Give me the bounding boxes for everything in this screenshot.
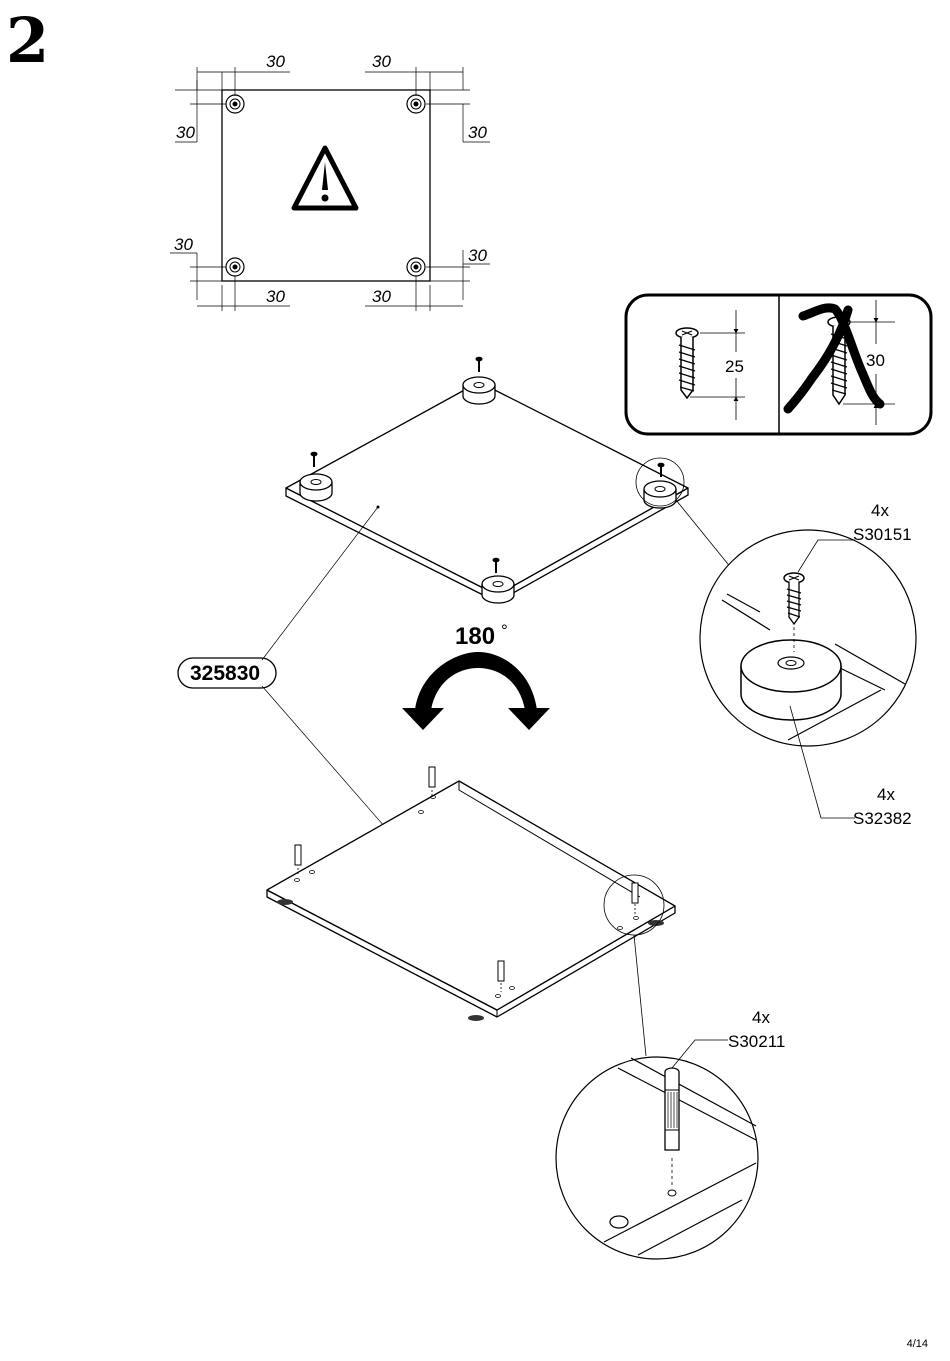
dim-left-top: 30 (176, 123, 195, 142)
correct-screw-icon (675, 310, 745, 420)
screw-2 (310, 451, 318, 467)
dowels (294, 766, 639, 992)
callout-leader-dowel (671, 1039, 728, 1069)
foot-3 (643, 480, 677, 509)
screw-code: S30151 (853, 525, 912, 544)
screw-3 (657, 462, 665, 477)
screw-1 (475, 356, 483, 372)
top-plan-dimension-labels: 30 30 30 30 30 30 30 30 (174, 52, 487, 306)
detail-foot-screw (699, 529, 917, 747)
dim-right-top: 30 (468, 123, 487, 142)
screw-length-check: 25 30 (624, 293, 933, 436)
top-plan-view (170, 67, 490, 311)
screw-4 (492, 557, 500, 573)
rotate-180-icon (402, 652, 550, 730)
ok-screw-length: 25 (725, 357, 744, 376)
detail-dowel (555, 1056, 759, 1260)
foot-2 (299, 473, 333, 502)
small-screws (310, 356, 665, 573)
foot-position-br (406, 257, 426, 277)
dim-left-bottom: 30 (174, 235, 193, 254)
foot-qty: 4x (877, 785, 895, 804)
part-number: 325830 (190, 662, 260, 685)
panel-with-feet (285, 381, 689, 603)
dim-top-left: 30 (266, 52, 285, 71)
plastic-feet (299, 376, 677, 604)
rotation-angle: 180 (455, 623, 495, 650)
foot-code: S32382 (853, 809, 912, 828)
detail-marker-feet (635, 457, 685, 507)
dim-bottom-left: 30 (266, 287, 285, 306)
foot-position-tr (406, 94, 426, 114)
dim-right-bottom: 30 (468, 246, 487, 265)
step-number: 2 (6, 4, 50, 77)
foot-position-bl (225, 257, 245, 277)
screw-qty: 4x (871, 501, 889, 520)
panel-outline (221, 89, 431, 282)
dowel-1 (428, 766, 436, 795)
dowel-3 (631, 882, 639, 914)
cross-out-icon (783, 303, 885, 414)
foot-1 (462, 376, 496, 405)
dowel-code: S30211 (728, 1032, 785, 1051)
dim-top-right: 30 (372, 52, 391, 71)
dowel-qty: 4x (752, 1008, 770, 1027)
page-number: 4/14 (906, 1338, 928, 1350)
callout-leaders-upper (789, 539, 855, 819)
dowel-2 (294, 844, 302, 876)
dowel-4 (497, 960, 505, 992)
foot-4 (481, 575, 515, 604)
bad-screw-length: 30 (866, 351, 885, 370)
rotation-unit: ° (501, 621, 508, 640)
warning-icon (291, 145, 359, 211)
foot-position-tl (225, 94, 245, 114)
panel-with-dowels (266, 780, 676, 1021)
dim-bottom-right: 30 (372, 287, 391, 306)
